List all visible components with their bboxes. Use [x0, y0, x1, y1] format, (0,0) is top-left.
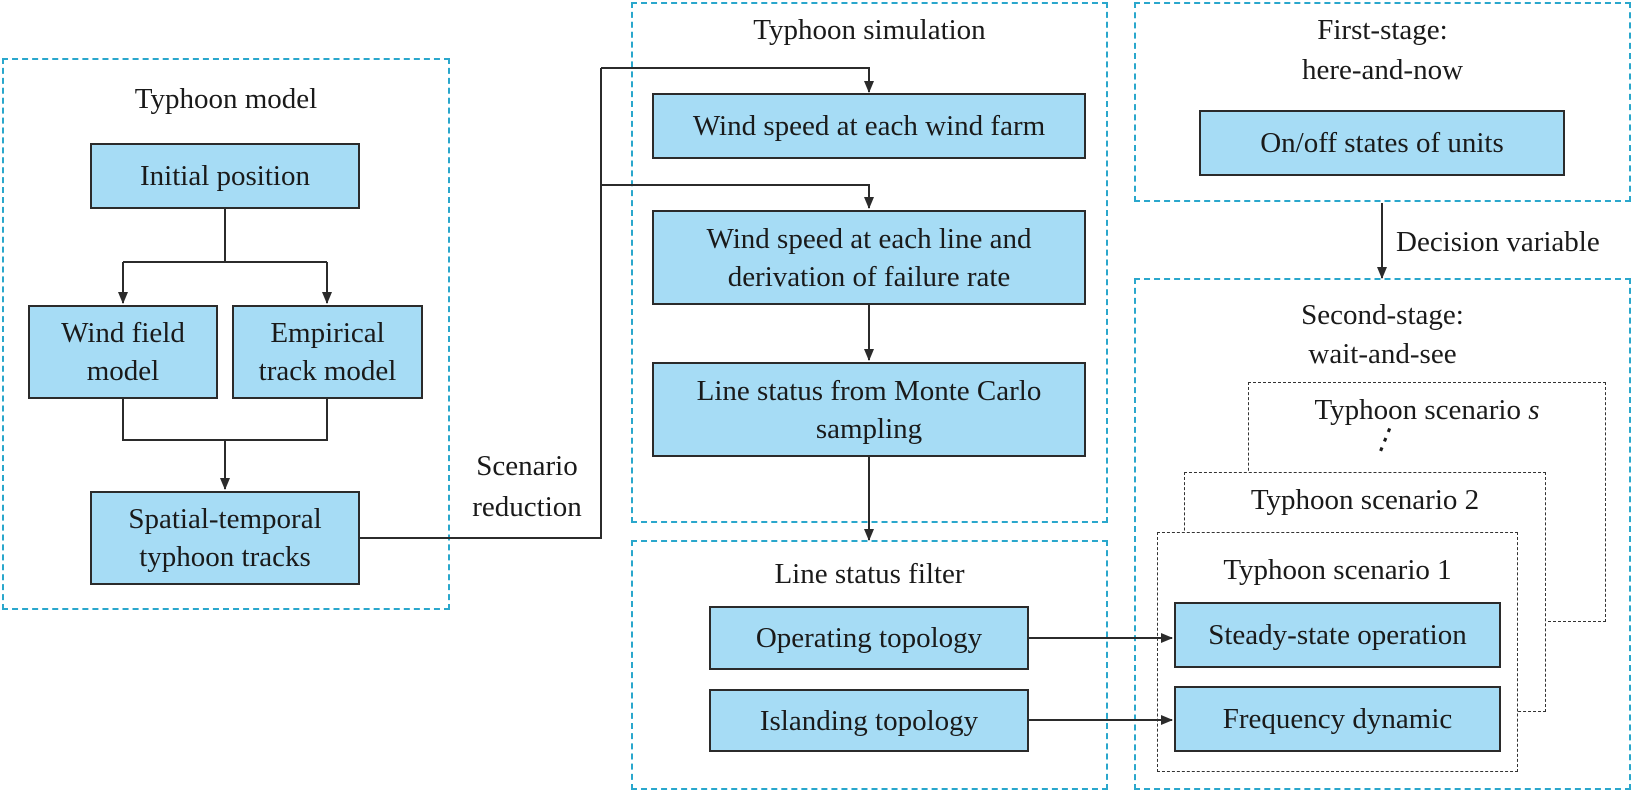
spatial-temporal-tracks-box: Spatial-temporal typhoon tracks: [90, 491, 360, 585]
line-status-filter-group: [631, 540, 1108, 790]
scenario-2-label: Typhoon scenario 2: [1250, 484, 1480, 516]
islanding-topology-box: Islanding topology: [709, 689, 1029, 752]
initial-position-label: Initial position: [140, 160, 310, 192]
unit-states-box: On/off states of units: [1199, 110, 1565, 176]
empirical-track-model-box: Empirical track model: [232, 305, 423, 399]
typhoon-model-group: [2, 58, 450, 610]
edge-models-merge: [122, 398, 328, 441]
initial-position-box: Initial position: [90, 143, 360, 209]
empirical-track-model-label: Empirical track model: [258, 317, 397, 387]
scenario-1-label: Typhoon scenario 1: [1223, 554, 1452, 586]
wind-field-model-box: Wind field model: [28, 305, 218, 399]
frequency-dynamic-box: Frequency dynamic: [1174, 686, 1501, 752]
edge-bus-to-wind-farm: [601, 67, 874, 93]
decision-variable-label: Decision variable: [1396, 226, 1600, 258]
operating-topology-label: Operating topology: [755, 622, 983, 654]
wind-farm-label: Wind speed at each wind farm: [692, 110, 1046, 142]
typhoon-model-title: Typhoon model: [134, 83, 318, 115]
second-stage-title-line1: Second-stage:: [1301, 299, 1464, 331]
line-status-label: Line status from Monte Carlo sampling: [696, 374, 1042, 445]
wind-line-label: Wind speed at each line and derivation o…: [706, 222, 1032, 293]
wind-field-model-label: Wind field model: [61, 317, 185, 387]
frequency-dynamic-label: Frequency dynamic: [1222, 703, 1453, 735]
islanding-topology-label: Islanding topology: [759, 704, 979, 737]
spatial-temporal-tracks-label: Spatial-temporal typhoon tracks: [128, 503, 322, 573]
line-status-box: Line status from Monte Carlo sampling: [652, 362, 1086, 457]
scenario-reduction-line1: Scenario: [476, 450, 578, 482]
scenario-s-label: Typhoon scenario s: [1248, 391, 1606, 429]
edge-bus-to-wind-line: [601, 184, 874, 209]
steady-state-box: Steady-state operation: [1174, 602, 1501, 668]
first-stage-title-line2: here-and-now: [1301, 54, 1464, 86]
second-stage-title-line2: wait-and-see: [1308, 338, 1457, 370]
edge-tracks-to-bus: [360, 68, 602, 539]
operating-topology-box: Operating topology: [709, 606, 1029, 670]
first-stage-title-line1: First-stage:: [1317, 14, 1448, 46]
wind-farm-box: Wind speed at each wind farm: [652, 93, 1086, 159]
second-stage-group: [1134, 278, 1631, 790]
wind-line-box: Wind speed at each line and derivation o…: [652, 210, 1086, 305]
scenario-s-prefix: Typhoon scenario: [1314, 394, 1529, 426]
edge-initial-to-split: [123, 209, 327, 263]
scenario-s-variable: s: [1528, 394, 1540, 426]
line-status-filter-title: Line status filter: [774, 558, 965, 590]
steady-state-label: Steady-state operation: [1208, 619, 1467, 651]
first-stage-group: [1134, 2, 1631, 202]
typhoon-simulation-title: Typhoon simulation: [753, 14, 986, 46]
unit-states-label: On/off states of units: [1260, 127, 1504, 159]
scenario-reduction-line2: reduction: [472, 491, 582, 523]
